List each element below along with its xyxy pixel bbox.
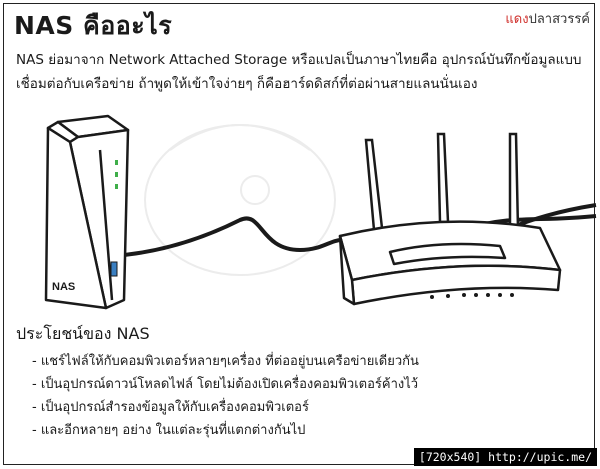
brand-accent: แดง [505, 12, 529, 27]
antenna-right [508, 132, 520, 232]
lan-cable-nas [123, 216, 343, 257]
brand-logo: แดงปลาสวรรค์ [505, 8, 590, 29]
nas-usb-port [110, 261, 118, 277]
background-doodle [144, 124, 336, 276]
image-size-watermark: [720x540] http://upic.me/ [413, 448, 597, 466]
benefit-item: เป็นอุปกรณ์ดาวน์โหลดไฟล์ โดยไม่ต้องเปิดเ… [32, 373, 419, 396]
antenna-middle [436, 132, 450, 224]
benefit-item: และอีกหลายๆ อย่าง ในแต่ละรุ่นที่แตกต่างก… [32, 419, 419, 442]
benefits-list: แชร์ไฟล์ให้กับคอมพิวเตอร์หลายๆเครื่อง ที… [32, 350, 419, 442]
antenna-left [364, 138, 384, 232]
intro-line-1: NAS ย่อมาจาก Network Attached Storage หร… [16, 52, 582, 68]
router-status-lights [430, 293, 514, 299]
page-title: NAS คืออะไร [14, 11, 173, 40]
page-frame [3, 3, 595, 465]
router-device [338, 220, 562, 306]
benefits-heading: ประโยชน์ของ NAS [16, 324, 150, 343]
router-antennas [364, 132, 520, 232]
intro-line-2: เชื่อมต่อกับเครือข่าย ถ้าพูดให้เข้าใจง่า… [16, 76, 478, 92]
nas-status-leds [115, 160, 118, 189]
nas-device [44, 114, 130, 310]
benefit-item: เป็นอุปกรณ์สำรองข้อมูลให้กับเครื่องคอมพิ… [32, 396, 419, 419]
nas-label: NAS [52, 281, 75, 293]
benefit-item: แชร์ไฟล์ให้กับคอมพิวเตอร์หลายๆเครื่อง ที… [32, 350, 419, 373]
brand-rest: ปลาสวรรค์ [528, 12, 590, 27]
intro-text: NAS ย่อมาจาก Network Attached Storage หร… [16, 48, 586, 96]
